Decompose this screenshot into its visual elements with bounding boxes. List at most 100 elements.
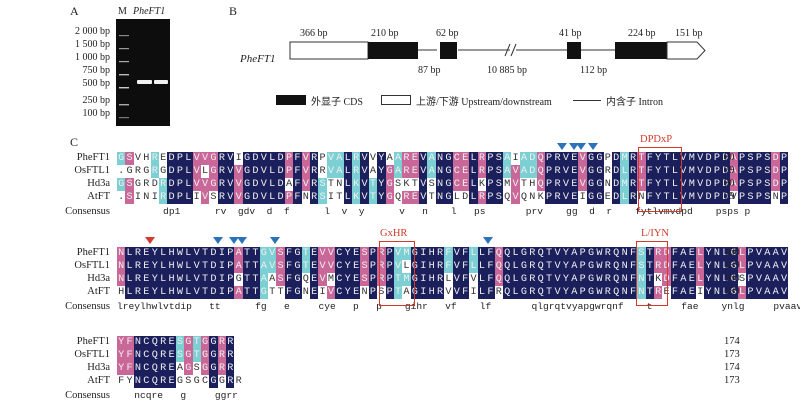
residue: D xyxy=(167,165,176,178)
panel-b-label: B xyxy=(229,4,238,18)
residue: L xyxy=(184,165,193,178)
residue: E xyxy=(687,247,696,260)
residue: R xyxy=(133,260,143,273)
motif-box-dpdxp xyxy=(638,147,682,212)
residue: H xyxy=(142,152,151,165)
residue: V xyxy=(553,260,562,273)
residue: G xyxy=(293,286,302,299)
sequence-name: Hd3a xyxy=(87,362,110,373)
residue: V xyxy=(192,165,201,178)
residue: Y xyxy=(377,191,386,204)
residue: F xyxy=(461,260,470,273)
residue: R xyxy=(603,260,613,273)
residue: P xyxy=(712,165,722,178)
residue: C xyxy=(142,362,151,375)
sequence-position: 160 xyxy=(724,247,740,258)
residue: T xyxy=(645,247,654,260)
residue: D xyxy=(704,178,713,191)
residue: I xyxy=(234,152,243,165)
residue: Y xyxy=(117,349,126,362)
residue: G xyxy=(586,165,596,178)
residue: D xyxy=(251,191,260,204)
residue: V xyxy=(326,152,336,165)
residue: T xyxy=(662,178,671,191)
residue: R xyxy=(603,165,613,178)
residue: S xyxy=(125,191,134,204)
residue: T xyxy=(410,178,420,191)
residue: A xyxy=(570,273,579,286)
residue: P xyxy=(779,191,789,204)
residue: V xyxy=(192,260,201,273)
residue: A xyxy=(570,247,579,260)
sequence-position: 174 xyxy=(724,336,740,347)
sequence-position: 160 xyxy=(724,273,740,284)
residue: G xyxy=(385,165,394,178)
legend-intron-line xyxy=(573,100,601,101)
residue: G xyxy=(519,247,529,260)
residue: R xyxy=(217,362,227,375)
residue: A xyxy=(729,178,738,191)
residue: A xyxy=(763,247,772,260)
residue: T xyxy=(200,273,210,286)
residue: E xyxy=(351,273,361,286)
residue: T xyxy=(544,247,554,260)
residue: L xyxy=(695,260,705,273)
residue: N xyxy=(620,273,629,286)
segment-size: 41 bp xyxy=(559,28,582,39)
residue: P xyxy=(175,152,185,165)
residue: S xyxy=(276,260,285,273)
residue: R xyxy=(133,286,143,299)
residue: L xyxy=(511,247,520,260)
residue: S xyxy=(209,191,218,204)
segment-size: 62 bp xyxy=(436,28,459,39)
residue: G xyxy=(184,362,193,375)
residue: F xyxy=(293,165,302,178)
intron-break-mark xyxy=(504,43,511,57)
residue: N xyxy=(771,191,780,204)
residue: N xyxy=(117,273,126,286)
residue: L xyxy=(343,152,352,165)
residue: R xyxy=(628,165,638,178)
residue: C xyxy=(452,152,462,165)
residue: W xyxy=(175,286,185,299)
residue: Q xyxy=(536,260,545,273)
residue: L xyxy=(452,191,462,204)
residue: G xyxy=(586,247,596,260)
residue: R xyxy=(217,178,227,191)
residue: R xyxy=(654,286,663,299)
residue: V xyxy=(444,286,453,299)
residue: R xyxy=(528,286,537,299)
residue: S xyxy=(746,152,755,165)
residue: L xyxy=(200,165,210,178)
residue: Q xyxy=(494,273,503,286)
legend-intron-label: 内含子 Intron xyxy=(606,97,663,108)
residue: D xyxy=(771,178,780,191)
residue: G xyxy=(117,152,126,165)
residue: I xyxy=(192,191,201,204)
residue: C xyxy=(142,349,151,362)
residue: T xyxy=(192,349,201,362)
residue: L xyxy=(469,165,478,178)
residue: N xyxy=(117,247,126,260)
sequence-name: AtFT xyxy=(87,191,110,202)
residue: I xyxy=(419,247,428,260)
consensus-label: Consensus xyxy=(65,206,110,217)
residue: A xyxy=(427,165,436,178)
residue: V xyxy=(561,191,571,204)
residue: G xyxy=(175,375,185,388)
residue: D xyxy=(704,152,713,165)
residue: R xyxy=(150,152,159,165)
residue: T xyxy=(242,260,252,273)
residue: T xyxy=(368,178,378,191)
residue: F xyxy=(486,247,495,260)
residue: K xyxy=(402,178,411,191)
sequence-position: 159 xyxy=(724,260,740,271)
residue: R xyxy=(477,191,487,204)
residue: S xyxy=(746,165,755,178)
residue: P xyxy=(746,286,755,299)
residue: S xyxy=(763,165,772,178)
